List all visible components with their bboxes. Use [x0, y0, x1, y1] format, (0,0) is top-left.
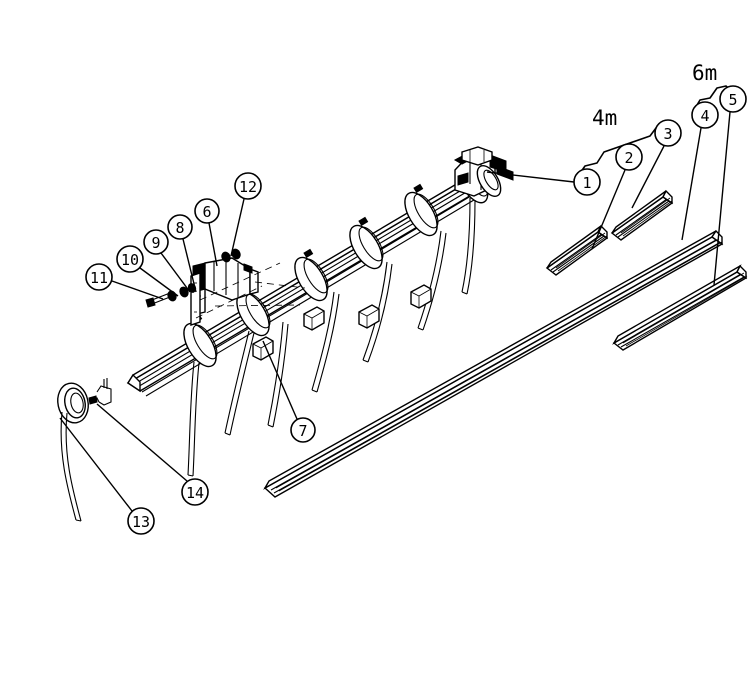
tine-1 [187, 361, 200, 477]
callout-bubble-9[interactable]: 9 [143, 229, 169, 255]
callout-bubble-12[interactable]: 12 [234, 172, 262, 200]
extension-bar-long-main [263, 229, 724, 498]
callout-bubble-6[interactable]: 6 [194, 198, 220, 224]
callout-label-5: 5 [728, 91, 737, 109]
callout-bubble-14[interactable]: 14 [181, 478, 209, 506]
callout-label-7: 7 [298, 422, 307, 440]
tine-holder-3 [358, 304, 380, 329]
tine-2 [224, 330, 255, 436]
callout-bubble-7[interactable]: 7 [290, 417, 316, 443]
extension-bar-5 [612, 264, 748, 351]
callout-label-8: 8 [175, 219, 184, 237]
callout-label-14: 14 [186, 484, 204, 502]
fastener-bolt-11 [145, 292, 171, 308]
callout-label-10: 10 [121, 251, 139, 269]
coiled-strap [57, 382, 89, 522]
clamp-ring-4 [349, 216, 384, 270]
callout-bubble-10[interactable]: 10 [116, 245, 144, 273]
callout-bubble-4[interactable]: 4 [691, 101, 719, 129]
callout-bubble-11[interactable]: 11 [85, 263, 113, 291]
callout-label-2: 2 [624, 149, 633, 167]
alignment-dashed-lines [195, 262, 306, 319]
tine-holder-4 [410, 284, 432, 309]
callout-label-1: 1 [582, 174, 591, 192]
clamp-ring-5 [404, 183, 439, 237]
callout-label-12: 12 [239, 178, 257, 196]
center-bracket-assembly [190, 257, 259, 326]
callout-bubble-2[interactable]: 2 [615, 143, 643, 171]
dimension-label-6m: 6m [692, 61, 717, 85]
extension-bar-3 [610, 189, 674, 241]
callout-bubble-13[interactable]: 13 [127, 507, 155, 535]
fastener-screw-12 [221, 248, 241, 263]
callout-label-11: 11 [90, 269, 108, 287]
clamp-ring-3 [294, 248, 329, 302]
tine-holder-1 [252, 336, 274, 361]
callout-label-6: 6 [202, 203, 211, 221]
tine-4 [311, 291, 340, 393]
tine-6 [417, 230, 447, 331]
callout-label-3: 3 [663, 125, 672, 143]
tine-7 [461, 197, 476, 295]
fastener-nut-9 [179, 286, 189, 298]
callout-bubble-1[interactable]: 1 [573, 168, 601, 196]
callout-label-9: 9 [151, 234, 160, 252]
callout-bubble-8[interactable]: 8 [167, 214, 193, 240]
drive-head-assembly [453, 146, 514, 197]
dimension-label-4m: 4m [592, 106, 617, 130]
callout-bubble-3[interactable]: 3 [654, 119, 682, 147]
callout-label-13: 13 [132, 513, 150, 531]
tine-holder-2 [303, 306, 325, 331]
retaining-clip [88, 378, 112, 406]
callout-leaders [59, 111, 731, 512]
callout-label-4: 4 [700, 107, 709, 125]
callout-bubble-5[interactable]: 5 [719, 85, 747, 113]
